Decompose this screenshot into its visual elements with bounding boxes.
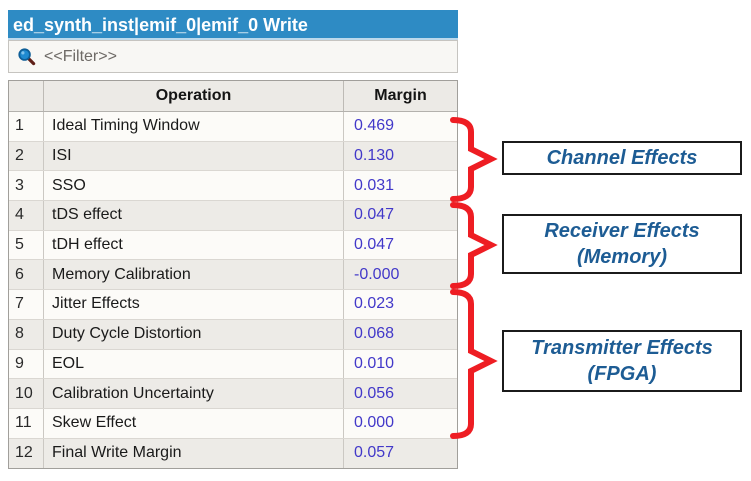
annotation-text: Receiver Effects bbox=[544, 220, 700, 242]
table-cell-margin: 0.130 bbox=[354, 147, 395, 165]
table-cell-operation: Memory Calibration bbox=[44, 260, 344, 290]
table-cell-operation: Jitter Effects bbox=[44, 290, 344, 319]
table-cell-num: 10 bbox=[9, 379, 44, 408]
table-cell-margin: 0.010 bbox=[354, 354, 395, 372]
table-cell-num: 6 bbox=[9, 260, 44, 290]
table-cell-margin: 0.031 bbox=[354, 176, 395, 194]
table-cell-operation: tDS effect bbox=[44, 201, 344, 230]
table-cell-num: 3 bbox=[9, 171, 44, 201]
header-cell-index bbox=[9, 81, 44, 111]
table-cell-num: 12 bbox=[9, 438, 44, 469]
brace-transmitter-effects bbox=[450, 289, 498, 439]
table-cell-margin: 0.057 bbox=[354, 444, 395, 462]
table-cell-num: 1 bbox=[9, 112, 44, 141]
table-cell-num: 8 bbox=[9, 319, 44, 349]
table-cell-operation: Ideal Timing Window bbox=[44, 112, 344, 141]
search-icon bbox=[18, 48, 36, 66]
table-cell-margin: 0.056 bbox=[354, 384, 395, 402]
filter-placeholder: <<Filter>> bbox=[44, 47, 117, 65]
timing-report-panel: ed_synth_inst|emif_0|emif_0 Write <<Filt… bbox=[8, 10, 458, 470]
table-cell-operation: tDH effect bbox=[44, 230, 344, 260]
brace-receiver-effects bbox=[450, 202, 498, 289]
annotation-text: Transmitter Effects bbox=[531, 337, 713, 359]
table-cell-num: 5 bbox=[9, 230, 44, 260]
table-cell-margin: -0.000 bbox=[354, 265, 400, 283]
annotation-label-transmitter-effects: Transmitter Effects (FPGA) bbox=[502, 330, 742, 392]
table-cell-operation: Final Write Margin bbox=[44, 438, 344, 469]
spacer bbox=[8, 73, 458, 80]
header-cell-operation[interactable]: Operation bbox=[44, 81, 344, 111]
brace-channel-effects bbox=[450, 117, 498, 202]
panel-title: ed_synth_inst|emif_0|emif_0 Write bbox=[8, 10, 458, 40]
table-cell-margin: 0.023 bbox=[354, 295, 395, 313]
table-cell-operation: Calibration Uncertainty bbox=[44, 379, 344, 408]
table-cell-operation: SSO bbox=[44, 171, 344, 201]
filter-input[interactable]: <<Filter>> bbox=[8, 40, 458, 73]
table-cell-margin: 0.469 bbox=[354, 117, 395, 135]
table-cell-num: 7 bbox=[9, 290, 44, 319]
table-cell-num: 9 bbox=[9, 349, 44, 379]
table-cell-margin: 0.047 bbox=[354, 236, 395, 254]
table-cell-margin: 0.068 bbox=[354, 325, 395, 343]
annotation-label-receiver-effects: Receiver Effects (Memory) bbox=[502, 214, 742, 274]
table-header: Operation Margin bbox=[9, 81, 457, 112]
table-cell-operation: Duty Cycle Distortion bbox=[44, 319, 344, 349]
table-cell-margin: 0.047 bbox=[354, 206, 395, 224]
table-cell-operation: ISI bbox=[44, 141, 344, 171]
annotation-text: (FPGA) bbox=[587, 363, 657, 385]
annotation-label-channel-effects: Channel Effects bbox=[502, 141, 742, 175]
table-cell-operation: Skew Effect bbox=[44, 408, 344, 438]
annotation-text: Channel Effects bbox=[546, 147, 698, 169]
table-cell-num: 4 bbox=[9, 201, 44, 230]
header-cell-margin[interactable]: Margin bbox=[374, 87, 427, 104]
table-cell-operation: EOL bbox=[44, 349, 344, 379]
table-cell-num: 11 bbox=[9, 408, 44, 438]
annotation-text: (Memory) bbox=[576, 246, 667, 268]
table-cell-num: 2 bbox=[9, 141, 44, 171]
table-cell-margin: 0.000 bbox=[354, 414, 395, 432]
